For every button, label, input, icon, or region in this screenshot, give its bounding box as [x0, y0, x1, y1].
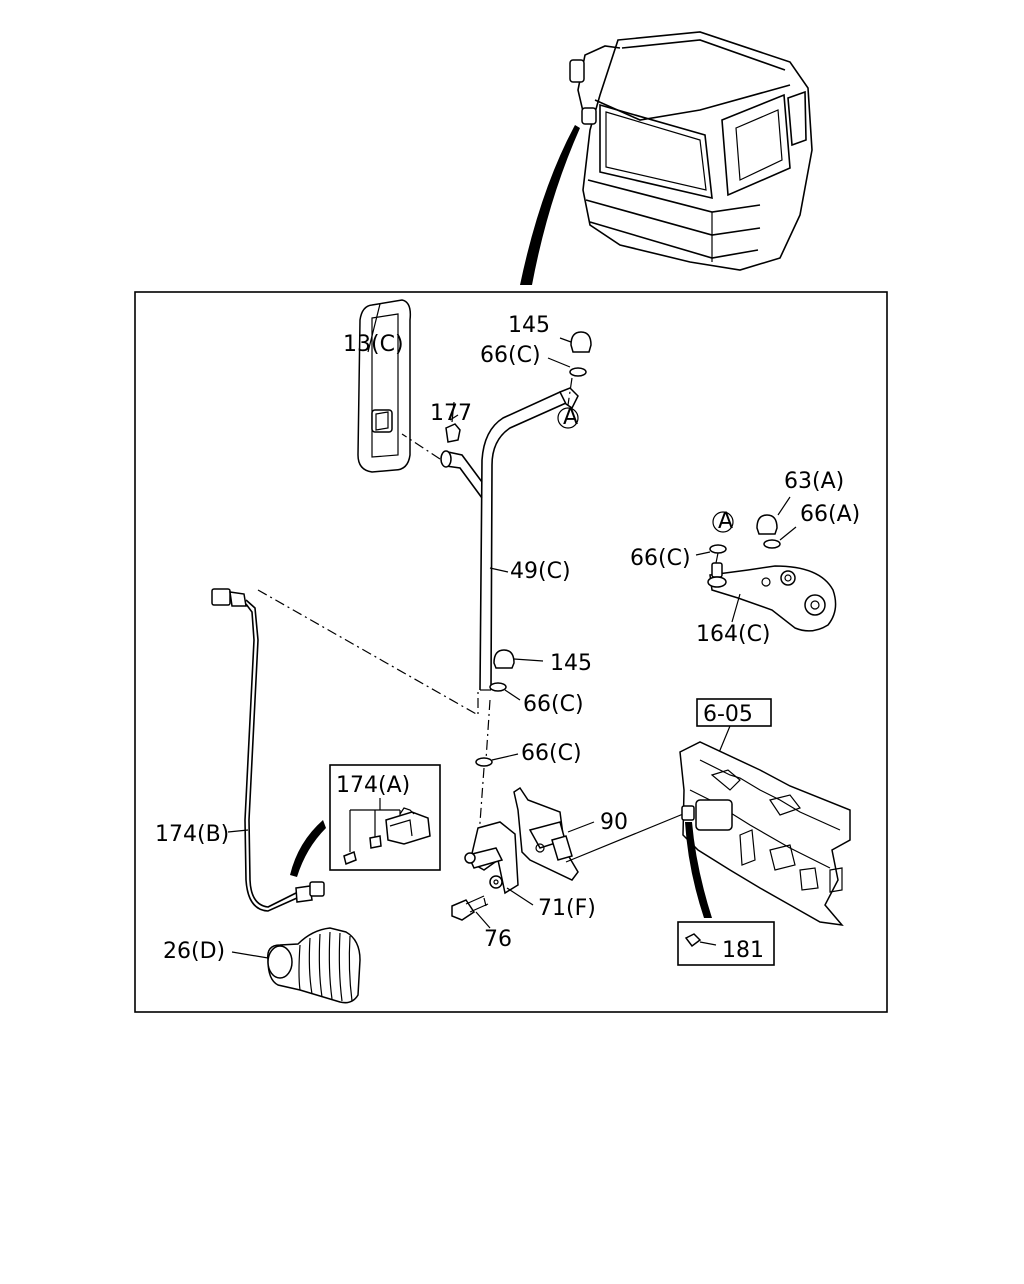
- bolt-76: [451, 895, 491, 929]
- label-164c: 164(C): [696, 622, 771, 647]
- label-66c-right: 66(C): [630, 546, 691, 571]
- label-13c: 13(C): [343, 332, 404, 357]
- cap-nut-145-mid: [489, 649, 544, 701]
- cap-nut-145-top: [547, 331, 592, 377]
- label-66c-top: 66(C): [480, 343, 541, 368]
- lower-bracket-71f: [464, 821, 534, 906]
- cap-nut-63a: [756, 496, 797, 549]
- label-71f: 71(F): [538, 896, 596, 921]
- chassis-frame-605: [679, 698, 851, 927]
- label-circle-a-right: A: [718, 509, 733, 534]
- washer-66c-low: [475, 757, 493, 767]
- mirror-stay-tube: [401, 387, 579, 691]
- harness-174b: [211, 588, 479, 912]
- label-circle-a-top: A: [563, 405, 578, 430]
- connector-174a-box: [329, 764, 441, 871]
- bracket-90: [513, 786, 689, 881]
- clip-181-box: [677, 921, 775, 966]
- rubber-boot-26d: [231, 927, 361, 1004]
- label-76: 76: [484, 927, 512, 952]
- sweep-181: [685, 822, 712, 918]
- label-26d: 26(D): [163, 939, 225, 964]
- label-49c: 49(C): [510, 559, 571, 584]
- truck-cab-illustration: [520, 31, 813, 285]
- sweep-174a: [290, 820, 326, 877]
- label-174a: 174(A): [336, 773, 410, 798]
- label-174b: 174(B): [155, 822, 229, 847]
- label-90: 90: [600, 810, 628, 835]
- label-6-05-ref: 6-05: [703, 702, 753, 727]
- label-63a: 63(A): [784, 469, 844, 494]
- label-181: 181: [722, 938, 764, 963]
- label-177: 177: [430, 401, 472, 426]
- label-145-top: 145: [508, 313, 550, 338]
- mirror-bracket-164c: [707, 562, 837, 632]
- label-145-mid: 145: [550, 651, 592, 676]
- label-66c-low: 66(C): [521, 741, 582, 766]
- reference-a-right: [695, 511, 734, 564]
- label-66a: 66(A): [800, 502, 860, 527]
- reference-a-top: [557, 377, 579, 429]
- label-66c-mid: 66(C): [523, 692, 584, 717]
- mirror-head: [357, 299, 412, 473]
- detail-frame: [134, 291, 888, 1013]
